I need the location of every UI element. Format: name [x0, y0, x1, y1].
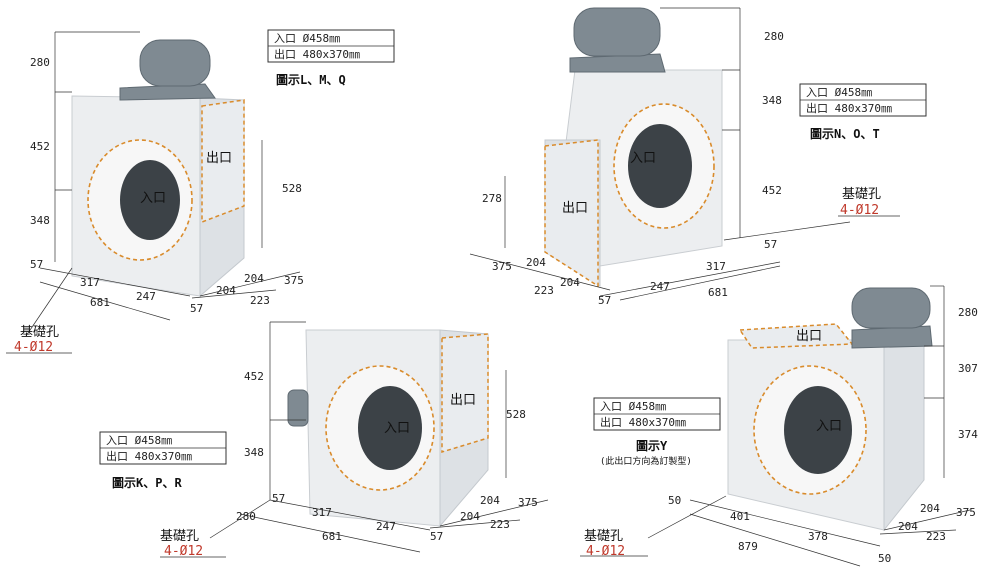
- dim-378: 378: [808, 530, 828, 543]
- dim-317: 317: [80, 276, 100, 289]
- dim-50a: 50: [668, 494, 681, 507]
- dim-204a: 204: [480, 494, 500, 507]
- motor-base: [569, 53, 666, 73]
- label-inlet: 入口: [384, 421, 410, 436]
- outlet-duct: [441, 333, 489, 454]
- dim-374: 374: [958, 428, 978, 441]
- dim-375: 375: [284, 274, 304, 287]
- base-hole-spec: 4-Ø12: [586, 544, 625, 559]
- base-hole-label: 基礎孔: [160, 529, 199, 544]
- dim-204b: 204: [560, 276, 580, 289]
- dim-280: 280: [236, 510, 256, 523]
- dim-452: 452: [762, 184, 782, 197]
- inlet-hole: [628, 124, 692, 208]
- dim-204b: 204: [898, 520, 918, 533]
- dim-280: 280: [30, 56, 50, 69]
- dim-681: 681: [90, 296, 110, 309]
- motor-base: [851, 325, 933, 349]
- base-hole-spec: 4-Ø12: [840, 203, 879, 218]
- fan-housing-side: [883, 339, 925, 532]
- spec-outlet: 出口 480x370㎜: [806, 101, 892, 115]
- base-hole-spec: 4-Ø12: [14, 340, 53, 355]
- motor: [139, 39, 211, 87]
- dim-223: 223: [534, 284, 554, 297]
- caption: 圖示N、O、T: [810, 127, 880, 141]
- spec-outlet: 出口 480x370㎜: [600, 415, 686, 429]
- dim-204b: 204: [460, 510, 480, 523]
- dim-401: 401: [730, 510, 750, 523]
- dim-57a: 57: [272, 492, 285, 505]
- label-outlet: 出口: [562, 201, 588, 216]
- label-outlet: 出口: [450, 393, 476, 408]
- base-hole-label: 基礎孔: [842, 187, 881, 202]
- caption: 圖示K、P、R: [112, 476, 182, 490]
- inlet-hole: [120, 160, 180, 240]
- spec-outlet: 出口 480x370㎜: [106, 449, 192, 463]
- spec-inlet: 入口 Ø458㎜: [274, 32, 340, 45]
- dim-57a: 57: [30, 258, 43, 271]
- dim-57b: 57: [764, 238, 777, 251]
- dim-681: 681: [322, 530, 342, 543]
- label-inlet: 入口: [140, 191, 166, 206]
- dim-57b: 57: [190, 302, 203, 315]
- dim-452: 452: [244, 370, 264, 383]
- view-kpr: 入口 出口 452 348 57 280 317 247 681 57 528 …: [99, 321, 549, 559]
- base-hole-label: 基礎孔: [20, 325, 59, 340]
- dim-57b: 57: [430, 530, 443, 543]
- view-lmq: 入口 出口 280 452 348 57 317 247 681 57 528 …: [6, 29, 395, 355]
- dim-317: 317: [312, 506, 332, 519]
- dim-348: 348: [244, 446, 264, 459]
- motor: [287, 389, 309, 427]
- label-inlet: 入口: [630, 151, 656, 166]
- view-not: 入口 出口 280 348 452 278 375 204 223 204 57…: [469, 7, 927, 307]
- label-inlet: 入口: [816, 419, 842, 434]
- dim-57a: 57: [598, 294, 611, 307]
- spec-inlet: 入口 Ø458㎜: [600, 400, 666, 413]
- dim-280: 280: [764, 30, 784, 43]
- dim-528: 528: [282, 182, 302, 195]
- label-outlet: 出口: [796, 329, 822, 344]
- dim-528: 528: [506, 408, 526, 421]
- dim-879: 879: [738, 540, 758, 553]
- view-y: 入口 出口 280 307 374 50 401 378 879 50 204 …: [580, 285, 978, 567]
- motor: [851, 287, 931, 329]
- dim-348: 348: [30, 214, 50, 227]
- label-outlet: 出口: [206, 151, 232, 166]
- inlet-hole: [784, 386, 852, 474]
- outlet-duct: [544, 139, 599, 288]
- base-hole-label: 基礎孔: [584, 529, 623, 544]
- dim-247: 247: [136, 290, 156, 303]
- spec-outlet: 出口 480x370㎜: [274, 47, 360, 61]
- motor: [573, 7, 661, 57]
- dim-204b: 204: [216, 284, 236, 297]
- dim-204a: 204: [244, 272, 264, 285]
- caption: 圖示L、M、Q: [276, 73, 346, 87]
- dim-307: 307: [958, 362, 978, 375]
- dim-278: 278: [482, 192, 502, 205]
- dim-375: 375: [492, 260, 512, 273]
- dim-681: 681: [708, 286, 728, 299]
- dim-247: 247: [650, 280, 670, 293]
- base-hole-spec: 4-Ø12: [164, 544, 203, 559]
- caption: 圖示Y: [636, 439, 668, 453]
- spec-inlet: 入口 Ø458㎜: [106, 434, 172, 447]
- dim-280: 280: [958, 306, 978, 319]
- caption-note: (此出口方向為訂製型): [600, 455, 692, 467]
- dim-375: 375: [518, 496, 538, 509]
- inlet-hole: [358, 386, 422, 470]
- dim-223: 223: [490, 518, 510, 531]
- dim-348: 348: [762, 94, 782, 107]
- dim-375: 375: [956, 506, 976, 519]
- dim-204a: 204: [526, 256, 546, 269]
- dim-204: 204: [920, 502, 940, 515]
- spec-inlet: 入口 Ø458㎜: [806, 86, 872, 99]
- dim-223: 223: [926, 530, 946, 543]
- dim-50b: 50: [878, 552, 891, 565]
- dim-223: 223: [250, 294, 270, 307]
- dim-452: 452: [30, 140, 50, 153]
- outlet-duct: [201, 99, 245, 224]
- dim-247: 247: [376, 520, 396, 533]
- dim-317: 317: [706, 260, 726, 273]
